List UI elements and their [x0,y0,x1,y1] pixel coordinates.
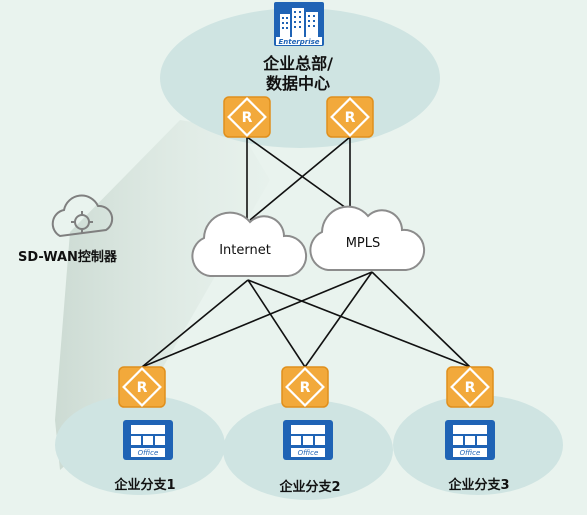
branch-router-1[interactable] [117,365,167,409]
controller-label: SD-WAN控制器 [18,250,117,265]
controller-beam [55,120,270,470]
hq-router-left[interactable] [222,95,272,139]
building-badge: Enterprise [278,38,319,46]
branch-router-2[interactable] [280,365,330,409]
hq-router-right[interactable] [325,95,375,139]
office-icon-2 [282,419,334,461]
controller-brain-cloud-icon [51,194,114,238]
branch-label-3: 企业分支3 [448,478,510,493]
branch-links [141,271,471,368]
hq-title-line2: 数据中心 [265,74,330,93]
hq-title-line1: 企业总部/ [263,54,333,73]
branch-label-1: 企业分支1 [114,478,176,493]
internet-cloud[interactable] [191,211,308,277]
office-icon-1 [122,419,174,461]
hq-title: 企业总部/ 数据中心 [238,54,358,94]
hq-links [246,136,361,225]
mpls-cloud[interactable] [309,205,426,271]
branch-router-3[interactable] [445,365,495,409]
mpls-label: MPLS [345,236,381,251]
enterprise-building-icon: Enterprise [274,2,324,46]
office-icon-3 [444,419,496,461]
branch-label-2: 企业分支2 [279,480,341,495]
internet-label: Internet [219,243,271,258]
